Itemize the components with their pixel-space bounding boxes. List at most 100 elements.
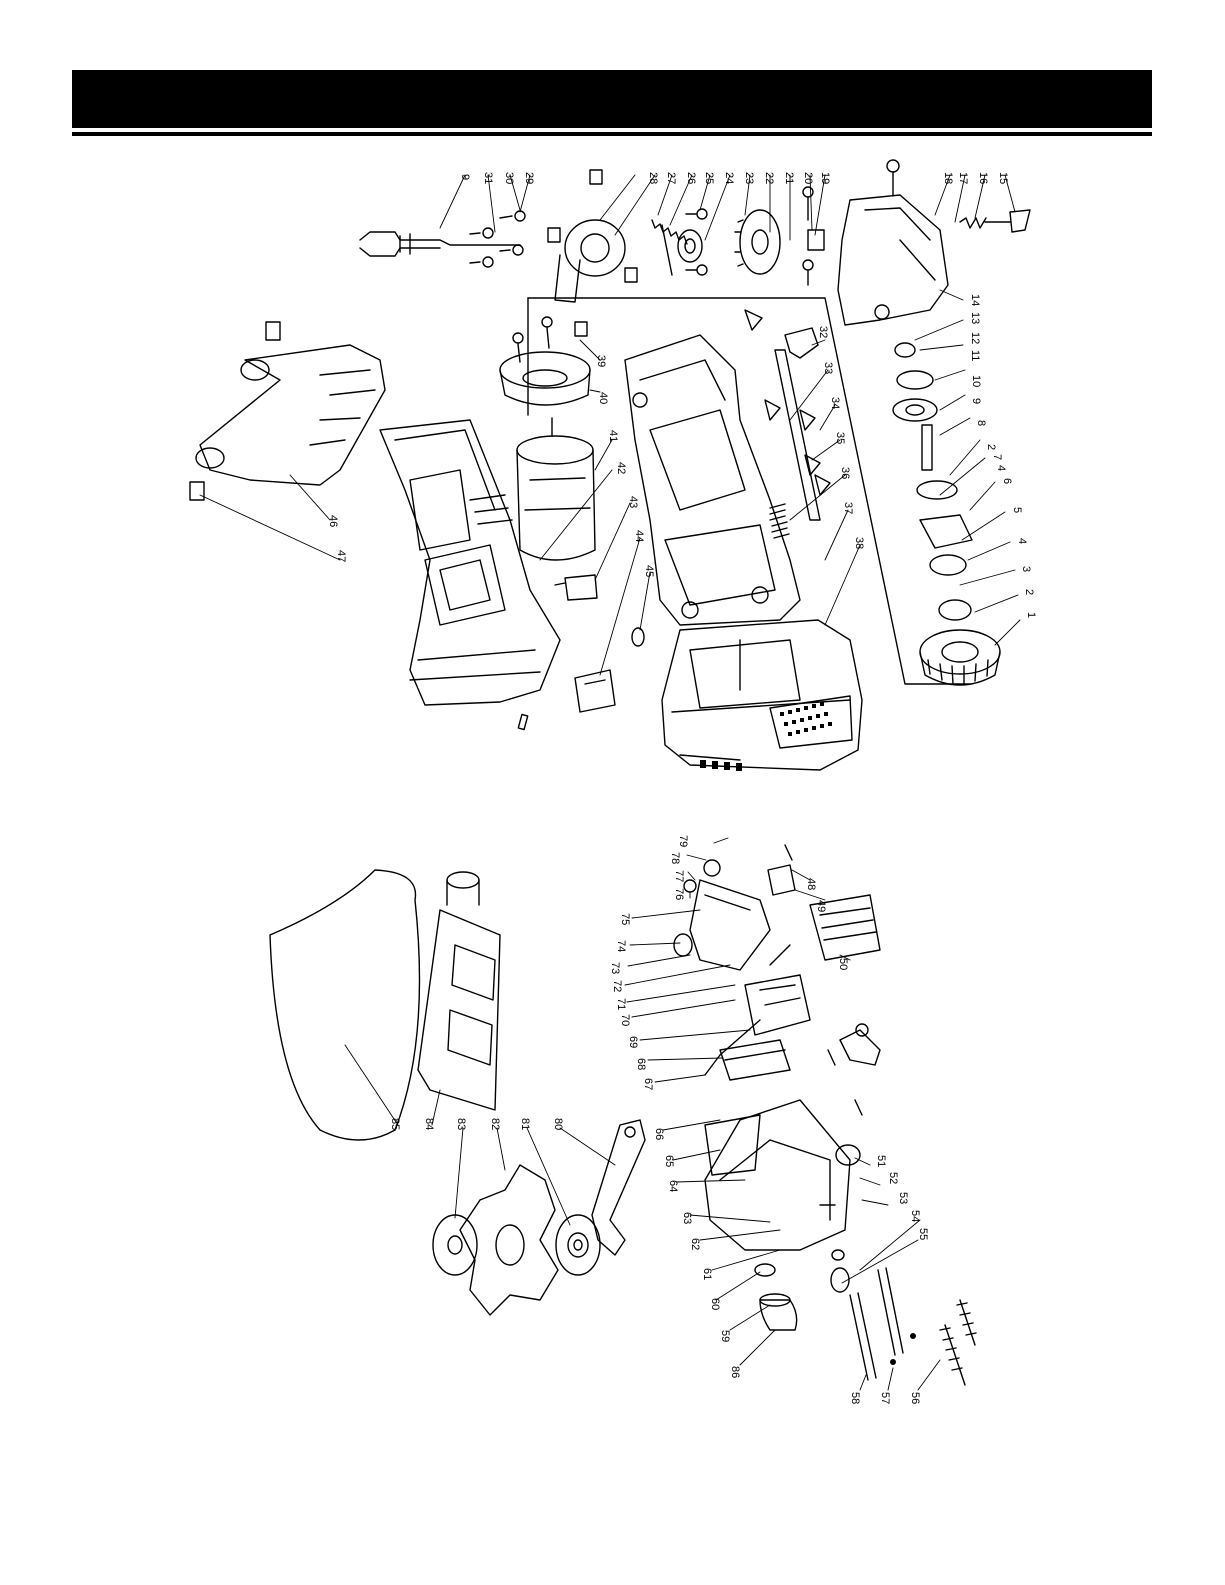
label-top-22: 22 <box>763 172 775 184</box>
fence-plate <box>745 975 810 1035</box>
label-bottom-83: 83 <box>455 1118 467 1130</box>
label-top-7: 7 <box>991 454 1003 460</box>
label-top-5: 5 <box>1011 507 1023 513</box>
label-bottom-75: 75 <box>619 913 631 925</box>
label-bottom-63: 63 <box>681 1212 693 1224</box>
pins <box>705 945 835 1205</box>
gear-nut <box>831 1250 849 1292</box>
switch-module <box>575 670 615 712</box>
battery-vent-pattern <box>700 702 832 771</box>
label-bottom-69: 69 <box>627 1036 639 1048</box>
small-spring <box>960 218 986 228</box>
label-bottom-65: 65 <box>663 1155 675 1167</box>
label-bottom-73: 73 <box>609 962 621 974</box>
label-top-11: 11 <box>969 350 981 361</box>
label-top-38: 38 <box>853 537 865 549</box>
label-bottom-49: 49 <box>815 900 827 912</box>
label-top-31: 31 <box>482 172 494 184</box>
dust-port-bracket <box>418 872 500 1110</box>
label-top-12: 12 <box>969 332 981 344</box>
label-top-47: 47 <box>335 550 347 562</box>
label-top-15: 15 <box>997 172 1009 184</box>
tension-springs <box>940 1300 976 1385</box>
clamp-block <box>768 865 795 895</box>
label-top-39: 39 <box>595 355 607 367</box>
label-top-16: 16 <box>977 172 989 184</box>
label-top-25: 25 <box>703 172 715 184</box>
spindle-stack <box>893 343 972 620</box>
label-bottom-48: 48 <box>805 878 817 890</box>
switch <box>555 575 597 600</box>
lock-cap <box>632 628 644 646</box>
label-bottom-53: 53 <box>897 1192 909 1204</box>
label-bottom-61: 61 <box>701 1268 713 1280</box>
label-bottom-60: 60 <box>709 1298 721 1310</box>
dust-bag <box>270 870 420 1140</box>
label-bottom-79: 79 <box>677 835 689 847</box>
label-bottom-78: 78 <box>669 852 681 864</box>
label-bottom-84: 84 <box>423 1118 435 1130</box>
label-bottom-52: 52 <box>887 1172 899 1184</box>
label-top-10: 10 <box>970 375 982 387</box>
battery-pack <box>662 620 862 770</box>
label-top-41: 41 <box>607 430 619 442</box>
label-top-44: 44 <box>633 530 645 542</box>
auxiliary-handle <box>196 345 385 485</box>
cutter-blade <box>460 1165 558 1315</box>
label-top-45: 45 <box>643 565 655 577</box>
label-top-26: 26 <box>685 172 697 184</box>
label-bottom-85: 85 <box>389 1118 401 1130</box>
label-bottom-74: 74 <box>615 940 627 952</box>
label-top-34: 34 <box>829 397 841 409</box>
label-bottom-58: 58 <box>849 1392 861 1404</box>
label-bottom-64: 64 <box>667 1180 679 1192</box>
label-top-23: 23 <box>743 172 755 184</box>
label-top-33: 33 <box>822 362 834 374</box>
bushings <box>548 170 824 336</box>
lock-button <box>985 210 1030 232</box>
label-top-6: 6 <box>1001 478 1013 484</box>
o-ring <box>755 1264 775 1276</box>
spanner-wrench <box>592 1120 645 1255</box>
label-top-19: 19 <box>819 172 831 184</box>
label-top-3: 3 <box>1020 566 1032 572</box>
label-bottom-80: 80 <box>552 1118 564 1130</box>
label-bottom-62: 62 <box>689 1238 701 1250</box>
label-bottom-72: 72 <box>611 980 623 992</box>
guard-housing <box>690 880 770 970</box>
label-top-9: 9 <box>970 398 982 404</box>
switch-rod <box>775 350 820 520</box>
right-housing <box>625 335 800 625</box>
label-top-32: 32 <box>817 326 829 338</box>
label-bottom-56: 56 <box>909 1392 921 1404</box>
elbow-fitting <box>760 1294 797 1330</box>
label-top-43: 43 <box>627 496 639 508</box>
left-housing <box>380 420 560 705</box>
label-bottom-81: 81 <box>519 1118 531 1130</box>
label-top-30: 30 <box>503 172 515 184</box>
label-top-21: 21 <box>783 172 795 184</box>
label-top-29: 29 <box>523 172 535 184</box>
inner-flange <box>556 1215 600 1275</box>
bevel-gear <box>735 210 780 274</box>
drive-gear <box>920 630 1000 685</box>
label-bottom-66: 66 <box>653 1128 665 1140</box>
gear-head-housing <box>838 195 948 325</box>
clamp-lever <box>840 1024 880 1065</box>
label-bottom-82: 82 <box>489 1118 501 1130</box>
label-top-40: 40 <box>597 392 609 404</box>
bearing <box>678 230 702 262</box>
label-top-46: 46 <box>327 515 339 527</box>
label-bottom-50: 50 <box>837 958 849 970</box>
label-top-18: 18 <box>942 172 954 184</box>
label-bottom-57: 57 <box>879 1392 891 1404</box>
label-top-17: 17 <box>957 172 969 184</box>
output-shaft <box>360 232 520 256</box>
motor-end-cap <box>500 352 590 405</box>
bearing-plate <box>555 220 625 302</box>
label-bottom-59: 59 <box>719 1330 731 1342</box>
label-top-14: 14 <box>969 294 981 306</box>
label-top-4: 4 <box>1016 538 1028 544</box>
leader-lines <box>200 175 1020 1390</box>
label-top-4b: 4 <box>995 465 1007 471</box>
